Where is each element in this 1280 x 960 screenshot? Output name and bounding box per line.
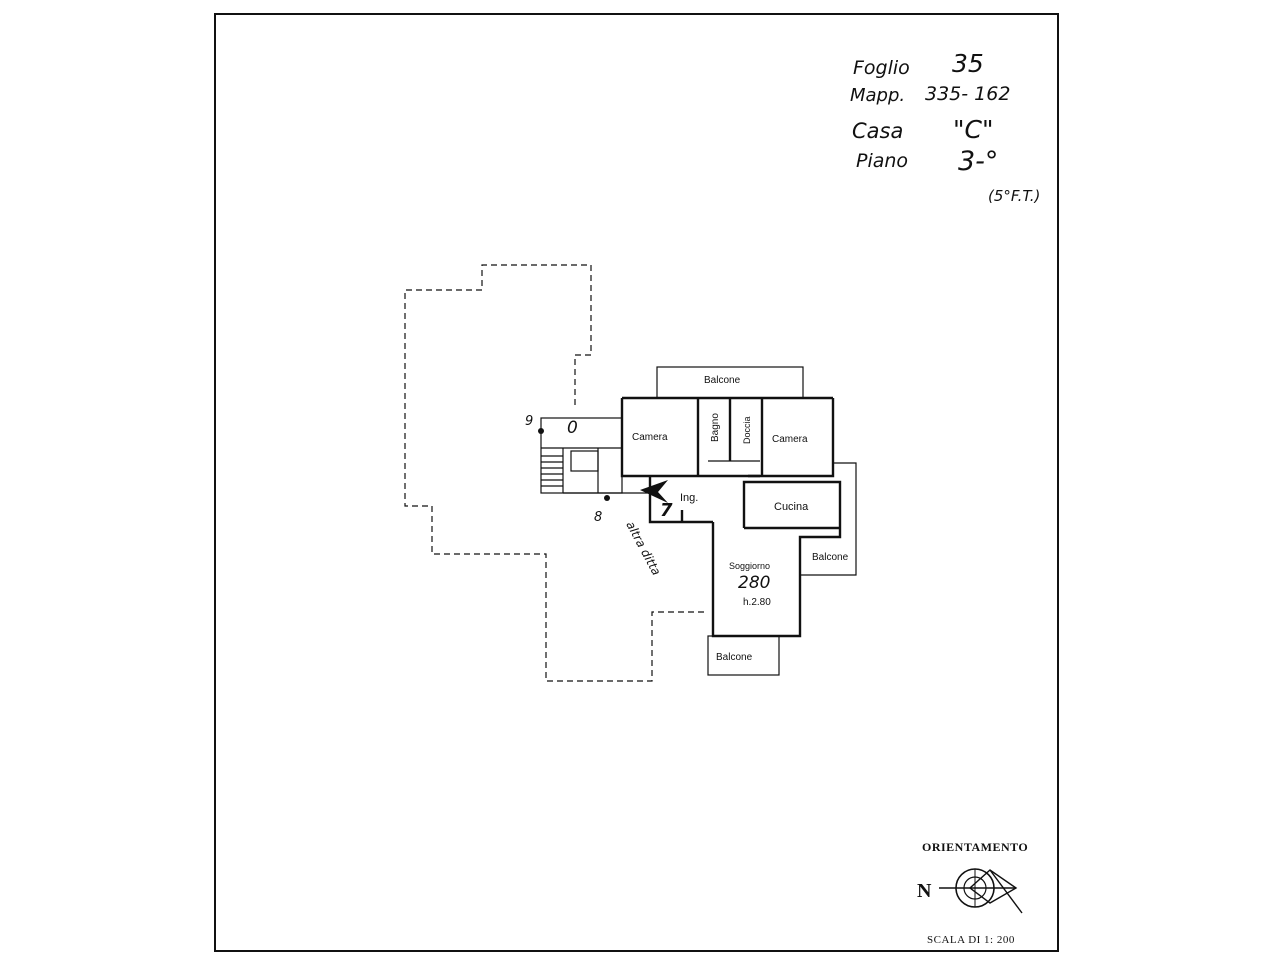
casa-label: Casa xyxy=(852,119,903,143)
balcone-right-label: Balcone xyxy=(812,552,849,563)
north-letter: N xyxy=(917,880,932,902)
balcone-top-label: Balcone xyxy=(704,375,741,386)
mapp-value: 335- 162 xyxy=(925,83,1010,105)
height-note: h.2.80 xyxy=(743,597,771,608)
scale-label: SCALA DI 1: 200 xyxy=(927,934,1015,946)
stair-circle-mark: 0 xyxy=(567,418,578,438)
stair-number-bottom: 8 xyxy=(594,510,602,525)
balcone-bottom-label: Balcone xyxy=(716,652,753,663)
other-property-note: altra ditta xyxy=(623,519,663,578)
adjacent-building-outline xyxy=(404,264,708,682)
bagno-label: Bagno xyxy=(710,413,721,442)
sheet-border xyxy=(214,13,1059,952)
ingresso-label: Ing. xyxy=(680,492,698,504)
foglio-label: Foglio xyxy=(853,57,910,79)
piano-label: Piano xyxy=(856,150,908,172)
doccia-label: Doccia xyxy=(742,416,752,444)
entrance-arrow-icon xyxy=(640,480,668,503)
soggiorno-label: Soggiorno xyxy=(729,561,770,571)
mapp-label: Mapp. xyxy=(850,85,905,106)
balcone-top-outline xyxy=(656,366,804,399)
stair-number-top: 9 xyxy=(525,414,533,429)
header-block: Foglio 35 Mapp. 335- 162 Casa "C" Piano … xyxy=(850,49,1040,205)
balcone-right-outline xyxy=(800,462,857,576)
unit-number: 7 xyxy=(660,500,673,521)
footer-block: ORIENTAMENTO N SCALA DI 1: 200 xyxy=(917,840,1028,946)
compass-icon xyxy=(939,868,1023,914)
stair-marker-dot xyxy=(538,428,544,434)
camera-right-label: Camera xyxy=(772,434,808,445)
camera-left-label: Camera xyxy=(632,432,668,443)
stair-block xyxy=(540,417,650,494)
orientation-label: ORIENTAMENTO xyxy=(922,840,1028,854)
stair-number-bottom-dot xyxy=(604,495,610,501)
piano-value: 3-° xyxy=(958,146,998,177)
balcone-bottom-outline xyxy=(707,635,780,676)
cucina-label: Cucina xyxy=(774,501,809,513)
soggiorno-number: 280 xyxy=(738,573,770,593)
foglio-value: 35 xyxy=(952,49,984,78)
casa-value: "C" xyxy=(953,115,993,144)
piano-note: (5°F.T.) xyxy=(988,187,1040,205)
